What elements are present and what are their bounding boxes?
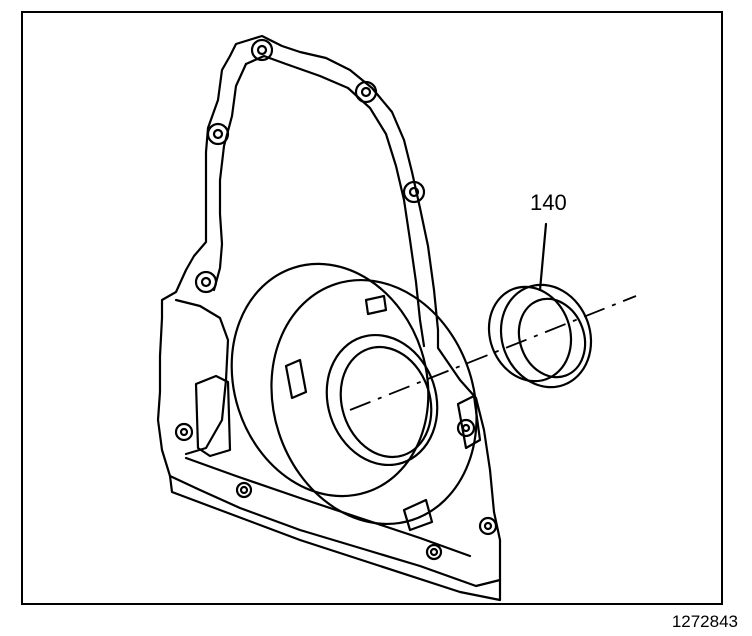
lower-flange-inner [184, 456, 472, 558]
seal-housing-back [230, 262, 430, 498]
seal-140-outer [499, 283, 593, 389]
callout-leader-line [538, 222, 548, 292]
figure-number: 1272843 [671, 612, 738, 631]
seal-140-back [487, 285, 573, 383]
gasket-inner-line [244, 54, 426, 348]
front-cover-outline [156, 34, 502, 588]
alignment-centerline [349, 295, 637, 411]
seal-140-inner [517, 297, 587, 379]
housing-lug-left [284, 358, 308, 400]
seal-bore-inner [339, 345, 433, 459]
seal-bore-outer [325, 333, 439, 467]
housing-lug-right [456, 394, 482, 450]
housing-top-rib [364, 294, 388, 316]
seal-housing-outer [270, 278, 478, 526]
lower-flange-edge [168, 474, 502, 602]
bolt-hole-group [174, 38, 498, 561]
gasket-inner-line-left [212, 62, 248, 292]
callout-label-140: 140 [530, 190, 567, 215]
housing-lug-bottom [402, 498, 434, 532]
left-rib-block [194, 374, 232, 458]
left-rib [174, 298, 230, 456]
